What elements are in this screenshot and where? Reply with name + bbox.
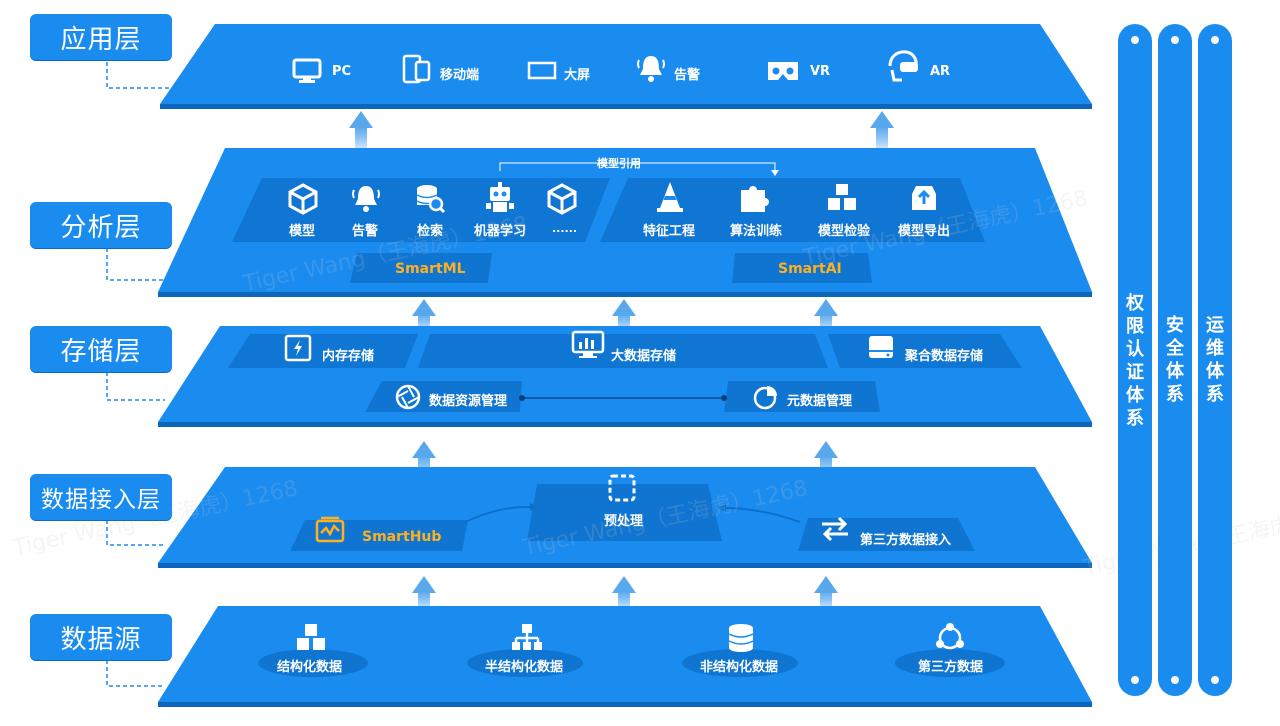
robot-icon [486, 182, 514, 212]
layer-label-app: 应用层 [30, 14, 172, 60]
smarthub-icon [315, 516, 345, 543]
bar-dot [1171, 676, 1179, 684]
source-item-thirdparty: 第三方数据 [918, 660, 984, 675]
network-cycle-icon [936, 623, 964, 650]
analysis-item-alert: 告警 [352, 224, 379, 239]
app-item-mobile: 移动端 [440, 68, 480, 83]
export-tray-icon [912, 186, 936, 210]
auth-system-label: 权限认证体系 [1126, 293, 1144, 429]
platform-storage [158, 326, 1092, 427]
storage-item-aggregate: 聚合数据存储 [905, 349, 984, 364]
analysis-item-validate: 模型检验 [818, 224, 871, 239]
puzzle-icon [741, 186, 769, 212]
alarm-bell-icon [637, 56, 665, 82]
ingest-item-thirdparty: 第三方数据接入 [860, 533, 952, 548]
vr-headset-icon [768, 62, 798, 80]
platform-app [160, 24, 1092, 109]
monitor-icon [292, 58, 322, 83]
bar-dot [1131, 676, 1139, 684]
source-item-semistructured: 半结构化数据 [485, 660, 564, 675]
app-item-screen: 大屏 [564, 68, 591, 83]
analysis-item-model: 模型 [289, 224, 316, 239]
source-item-structured: 结构化数据 [277, 660, 343, 675]
platform-analysis [158, 148, 1092, 297]
layer-label-storage: 存储层 [30, 326, 172, 372]
ar-glasses-icon [888, 50, 918, 82]
model-cube-icon [288, 183, 318, 215]
source-item-unstructured: 非结构化数据 [700, 660, 779, 675]
app-item-vr: VR [810, 64, 831, 79]
security-system-label: 安全体系 [1166, 315, 1184, 405]
database-search-icon [416, 185, 446, 214]
layer-label-analysis: 分析层 [30, 202, 172, 248]
cube-icon [547, 183, 577, 215]
pie-chart-icon [753, 386, 777, 410]
layer-label-ingest: 数据接入层 [30, 474, 172, 520]
mobile-tablet-icon [402, 54, 431, 84]
large-screen-icon [527, 61, 557, 80]
security-system-bar: 安全体系 [1158, 24, 1192, 696]
smartai-label: SmartAI [778, 261, 842, 277]
app-item-alert: 告警 [674, 68, 701, 83]
storage-item-bigdata: 大数据存储 [611, 349, 677, 364]
label-connectors [106, 62, 175, 687]
storage-item-resource-mgmt: 数据资源管理 [429, 394, 508, 409]
model-ref-label: 模型引用 [597, 157, 641, 170]
analysis-item-export: 模型导出 [898, 224, 951, 239]
alarm-bell-icon [352, 186, 380, 212]
traffic-cone-icon [657, 182, 683, 212]
auth-system-bar: 权限认证体系 [1118, 24, 1152, 696]
ops-system-bar: 运维体系 [1198, 24, 1232, 696]
storage-item-memory: 内存存储 [322, 349, 375, 364]
blocks-icon [828, 184, 856, 210]
arrows-source-to-ingest [412, 576, 838, 610]
analysis-item-more: ...... [552, 222, 578, 235]
ops-system-label: 运维体系 [1206, 315, 1224, 405]
bar-dot [1211, 36, 1219, 44]
memory-battery-icon [284, 334, 312, 362]
hierarchy-icon [512, 624, 542, 650]
ingest-item-preprocess: 预处理 [604, 514, 644, 529]
chart-monitor-icon [571, 330, 605, 358]
smarthub-label: SmartHub [362, 529, 442, 545]
analysis-item-feature: 特征工程 [643, 224, 696, 239]
bar-dot [1211, 676, 1219, 684]
storage-item-metadata-mgmt: 元数据管理 [787, 394, 853, 409]
platform-source [158, 606, 1092, 707]
analysis-item-search: 检索 [417, 224, 444, 239]
hard-drive-icon [869, 336, 893, 358]
boxes-stack-icon [297, 624, 325, 650]
database-icon [728, 624, 754, 652]
analysis-item-ml: 机器学习 [474, 224, 527, 239]
preprocess-dashed-square-icon [608, 474, 636, 502]
layer-label-source: 数据源 [30, 614, 172, 660]
swap-arrows-icon [822, 516, 848, 542]
bar-dot [1171, 36, 1179, 44]
aperture-icon [395, 384, 421, 410]
app-item-pc: PC [332, 64, 352, 79]
app-item-ar: AR [930, 64, 951, 79]
smartml-label: SmartML [395, 261, 466, 277]
analysis-item-training: 算法训练 [730, 224, 783, 239]
platform-ingest [158, 467, 1092, 568]
arrows-analysis-to-app [349, 111, 894, 150]
bar-dot [1131, 36, 1139, 44]
